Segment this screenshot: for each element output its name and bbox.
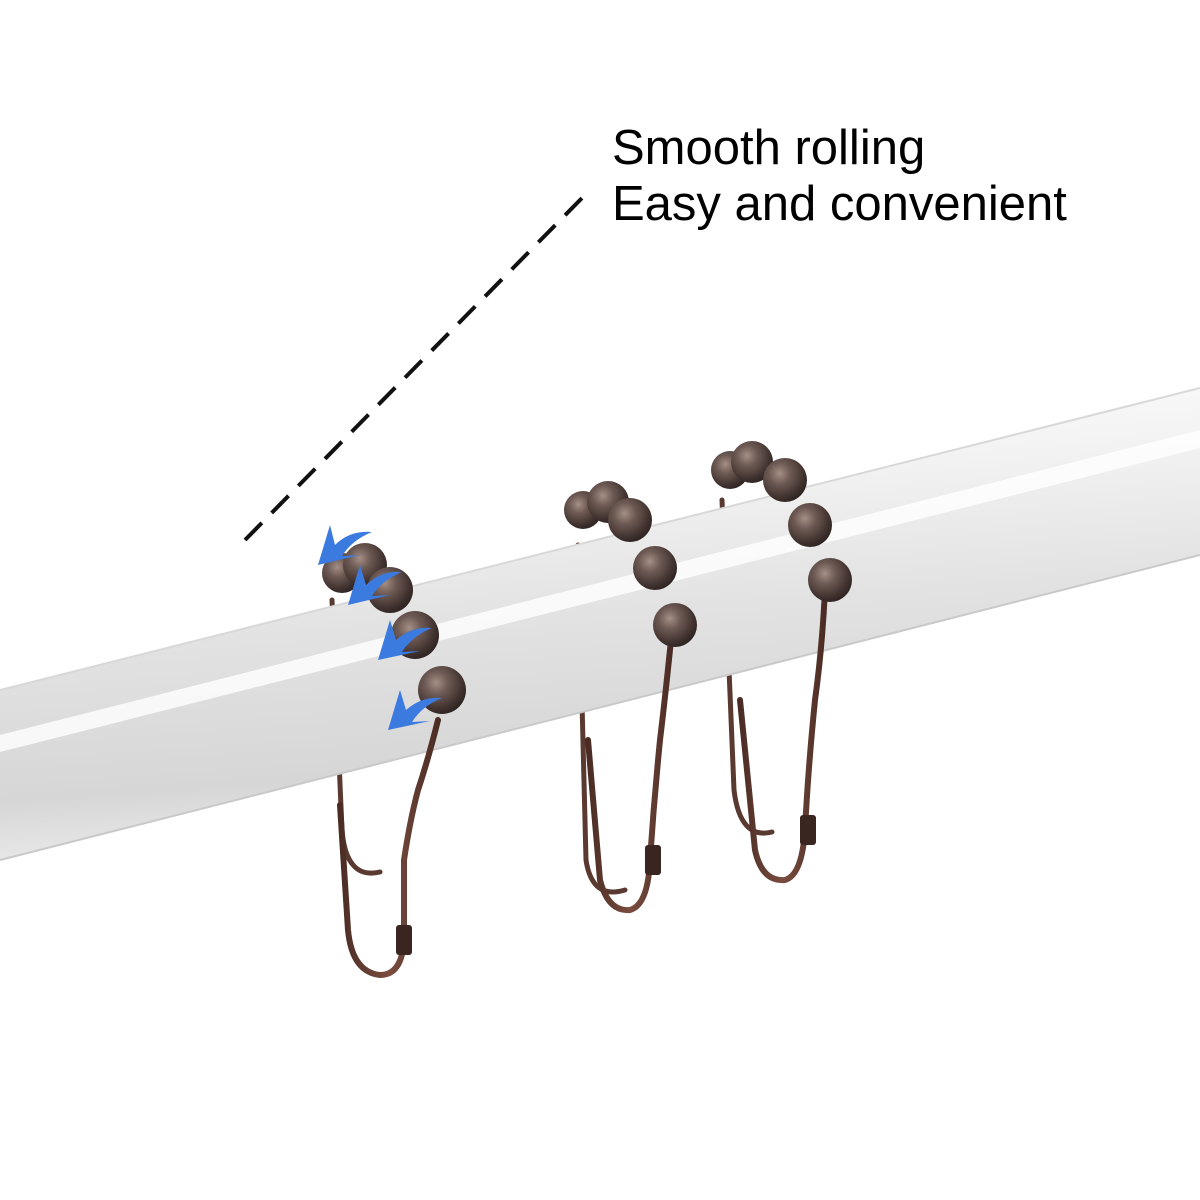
arrow-icon	[388, 690, 442, 730]
bead	[608, 498, 652, 542]
caption-line-easy-convenient: Easy and convenient	[612, 177, 1067, 231]
arrow-icon	[318, 525, 372, 565]
roller-ring	[564, 481, 697, 914]
bead	[788, 503, 832, 547]
bead	[633, 546, 677, 590]
ring-clasp	[396, 925, 412, 955]
ring-clasp	[800, 815, 816, 845]
caption-line-smooth-rolling: Smooth rolling	[612, 121, 926, 175]
rotation-arrows	[318, 525, 442, 730]
bead	[653, 603, 697, 647]
roller-ring	[711, 441, 852, 884]
bead	[731, 441, 773, 483]
feature-caption: Smooth rolling Easy and convenient	[612, 120, 1067, 232]
bead	[808, 558, 852, 602]
ring-clasp	[645, 845, 661, 875]
arrow-icon	[348, 565, 402, 605]
arrow-icon	[378, 620, 432, 660]
curtain-rod	[0, 387, 1200, 861]
ring-wire	[585, 627, 675, 914]
ring-wire	[737, 587, 828, 884]
bead	[763, 458, 807, 502]
roller-ring	[318, 525, 466, 979]
dashed-leader-line	[243, 193, 587, 542]
ring-wire	[337, 717, 441, 979]
